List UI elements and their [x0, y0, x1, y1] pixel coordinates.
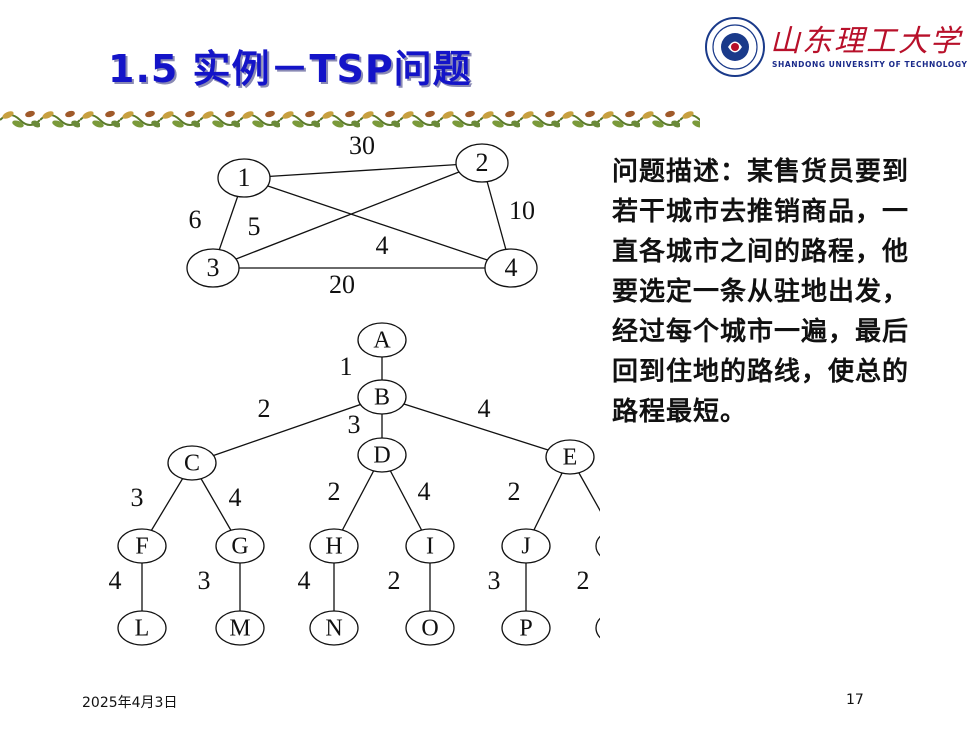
- tree-node-L: [117, 610, 167, 646]
- tree-edge-weight-D-H: 2: [328, 477, 341, 506]
- tree-node-B: [357, 379, 407, 415]
- tree-edge-weight-B-E: 4: [478, 394, 491, 423]
- tree-node-I: [405, 528, 455, 564]
- tree-node-F: [117, 528, 167, 564]
- tree-edge-weight-H-N: 4: [298, 566, 311, 595]
- tree-node-Q: [595, 617, 600, 639]
- graph-edge-weight-n1-n2: 30: [349, 131, 375, 160]
- tree-node-G: [215, 528, 265, 564]
- tree-node-N: [309, 610, 359, 646]
- tree-node-A: [357, 322, 407, 358]
- graph-edge-weight-n3-n4: 20: [329, 270, 355, 299]
- page-number: 17: [846, 692, 864, 708]
- decorative-divider: [0, 106, 700, 132]
- graph-nodes: 1 2 3 4: [186, 143, 538, 288]
- tree-edge-weight-C-G: 4: [229, 483, 242, 512]
- tree-nodes: ABCDEFGHIJKLMNOPQ: [117, 322, 600, 646]
- tree-edge-weight-D-I: 4: [418, 477, 431, 506]
- tree-edge-weight-G-M: 3: [198, 566, 211, 595]
- graph-node-label-n4: 4: [505, 253, 518, 282]
- tree-node-label-M: M: [229, 616, 250, 642]
- tree-node-label-H: H: [325, 534, 342, 560]
- tree-node-label-L: L: [135, 616, 150, 642]
- tree-node-J: [501, 528, 551, 564]
- graph-weights: 30 6 5 4 10 20: [189, 131, 536, 299]
- slide-title: 1.5 实例－TSP问题: [108, 47, 472, 91]
- graph-node-label-n1: 1: [238, 163, 251, 192]
- problem-description: 问题描述：某售货员要到若干城市去推销商品，一直各城市之间的路程，他要选定一条从驻…: [612, 157, 910, 427]
- tree-node-C: [167, 445, 217, 481]
- tree-node-label-C: C: [184, 451, 200, 477]
- tree-edge-weight-E-J: 2: [508, 477, 521, 506]
- tree-edge-weight-J-P: 3: [488, 566, 501, 595]
- university-logo: 山东理工大学 SHANDONG UNIVERSITY OF TECHNOLOGY: [700, 12, 970, 82]
- graph-node-n1: [217, 158, 271, 198]
- graph-edge-weight-n2-n4: 10: [509, 196, 535, 225]
- tree-weights: 1234342423434232: [109, 352, 590, 595]
- graph-edge-weight-n1-n3: 6: [189, 205, 202, 234]
- tree-node-label-B: B: [374, 385, 390, 411]
- tree-edge-weight-I-O: 2: [388, 566, 401, 595]
- graph-node-label-n3: 3: [207, 253, 220, 282]
- footer-date: 2025年4月3日: [82, 695, 178, 711]
- graph-node-n2: [455, 143, 509, 183]
- logo-name-en: SHANDONG UNIVERSITY OF TECHNOLOGY: [772, 60, 968, 69]
- tree-node-label-D: D: [373, 443, 390, 469]
- graph-edge-weight-n1-n4: 4: [376, 231, 389, 260]
- tree-edge-weight-B-D: 3: [348, 410, 361, 439]
- graph-node-n3: [186, 248, 240, 288]
- tree-edge-weight-K-Q: 2: [577, 566, 590, 595]
- tree-node-label-E: E: [563, 445, 578, 471]
- graph-node-n4: [484, 248, 538, 288]
- tree-edge-weight-B-C: 2: [258, 394, 271, 423]
- logo-name-cn: 山东理工大学: [770, 24, 962, 59]
- tree-node-H: [309, 528, 359, 564]
- tree-node-label-J: J: [521, 534, 530, 560]
- tree-node-D: [357, 437, 407, 473]
- tree-node-O: [405, 610, 455, 646]
- tree-node-label-F: F: [135, 534, 148, 560]
- tree-node-P: [501, 610, 551, 646]
- tree-node-label-I: I: [426, 534, 434, 560]
- tree-node-label-P: P: [519, 616, 532, 642]
- tree-edge-weight-C-F: 3: [131, 483, 144, 512]
- graph-node-label-n2: 2: [476, 148, 489, 177]
- tree-edge-B-E: [381, 396, 571, 458]
- tree-edge-weight-A-B: 1: [340, 352, 353, 381]
- graph-edge-n2-n3: [212, 162, 483, 269]
- tree-node-M: [215, 610, 265, 646]
- tree-edge-weight-F-L: 4: [109, 566, 122, 595]
- tree-node-label-N: N: [325, 616, 342, 642]
- tree-edge-B-C: [191, 396, 383, 464]
- graph-edge-n1-n2: [243, 162, 483, 179]
- graph-edge-weight-n2-n3: 5: [248, 212, 261, 241]
- tree-node-label-A: A: [373, 328, 391, 354]
- university-seal-icon: [705, 17, 765, 77]
- tree-node-label-O: O: [421, 616, 438, 642]
- tree-node-label-G: G: [231, 534, 248, 560]
- graph-edge-n1-n4: [243, 177, 512, 269]
- tree-node-K: [595, 535, 600, 557]
- tree-node-E: [545, 439, 595, 475]
